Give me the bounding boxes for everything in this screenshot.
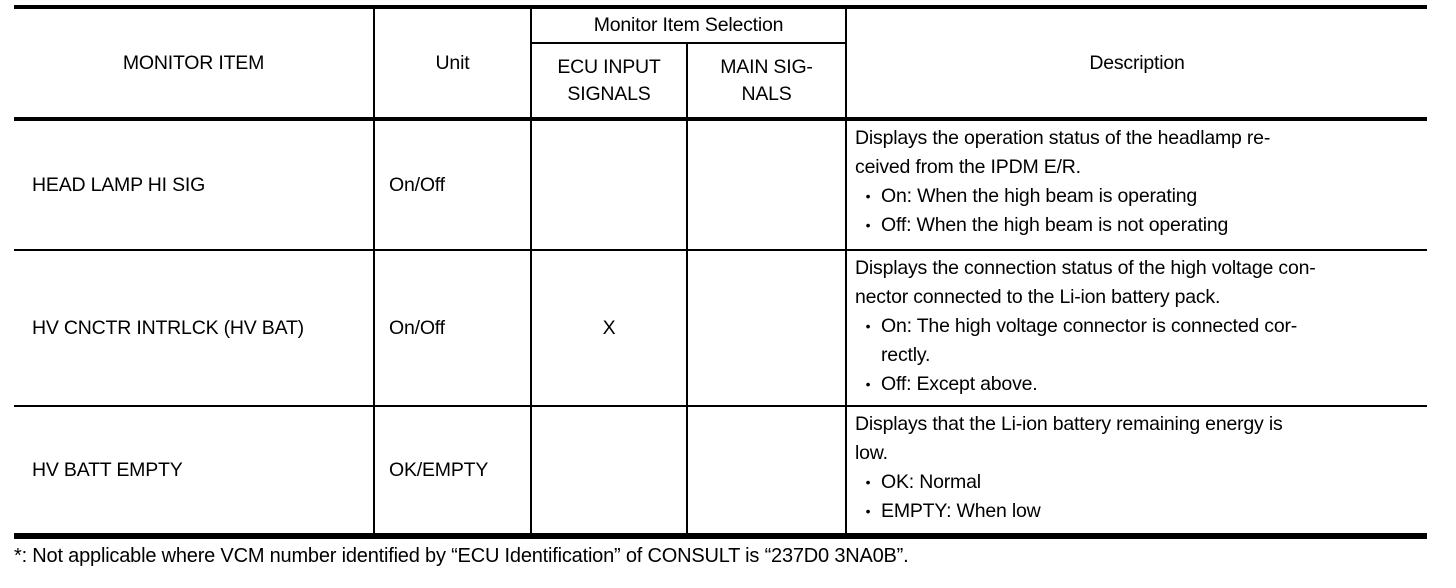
cell-monitor-item: HV BATT EMPTY xyxy=(14,405,375,537)
header-ecu-input-signals: ECU INPUT SIGNALS xyxy=(531,42,688,120)
cell-description: Displays the connection status of the hi… xyxy=(845,249,1428,407)
description-bullet: • EMPTY: When low xyxy=(855,497,1421,526)
cell-ecu-input-signal: X xyxy=(530,249,688,407)
description-intro: Displays that the Li-ion battery remaini… xyxy=(855,413,1283,464)
header-main-signals: MAIN SIG- NALS xyxy=(685,42,847,120)
cell-unit: On/Off xyxy=(373,117,532,251)
bullet-text: Off: Except above. xyxy=(881,373,1038,395)
bullet-text: On: When the high beam is operating xyxy=(881,185,1198,207)
bullet-icon: • xyxy=(865,188,871,204)
cell-unit: On/Off xyxy=(373,249,532,407)
header-description: Description xyxy=(845,6,1428,120)
cell-unit: OK/EMPTY xyxy=(373,405,532,537)
bullet-icon: • xyxy=(865,318,871,334)
monitor-item-table: MONITOR ITEM Unit Monitor Item Selection… xyxy=(14,5,1428,539)
bullet-text: Off: When the high beam is not operating xyxy=(881,214,1229,236)
bullet-text: EMPTY: When low xyxy=(881,500,1041,522)
table-row: HEAD LAMP HI SIG On/Off Displays the ope… xyxy=(14,117,1428,251)
cell-description: Displays that the Li-ion battery remaini… xyxy=(845,405,1428,537)
description-intro: Displays the connection status of the hi… xyxy=(855,257,1316,308)
header-unit: Unit xyxy=(373,6,532,120)
cell-main-signal xyxy=(685,117,848,251)
table-body: HEAD LAMP HI SIG On/Off Displays the ope… xyxy=(14,117,1428,537)
footnote: *: Not applicable where VCM number ident… xyxy=(14,545,909,567)
description-bullet: • On: When the high beam is operating xyxy=(855,182,1421,211)
cell-ecu-input-signal xyxy=(530,405,688,537)
cell-main-signal xyxy=(685,249,848,407)
bullet-text: OK: Normal xyxy=(881,471,981,493)
cell-ecu-input-signal xyxy=(530,117,688,251)
description-bullet: • Off: When the high beam is not operati… xyxy=(855,211,1421,240)
bullet-icon: • xyxy=(865,474,871,490)
document-page: MONITOR ITEM Unit Monitor Item Selection… xyxy=(14,5,1428,567)
description-intro: Displays the operation status of the hea… xyxy=(855,127,1271,178)
table-row: HV BATT EMPTY OK/EMPTY Displays that the… xyxy=(14,405,1428,537)
bullet-icon: • xyxy=(865,217,871,233)
cell-description: Displays the operation status of the hea… xyxy=(845,117,1428,251)
bullet-icon: • xyxy=(865,503,871,519)
cell-main-signal xyxy=(685,405,848,537)
table-header: MONITOR ITEM Unit Monitor Item Selection… xyxy=(14,6,1428,120)
cell-monitor-item: HV CNCTR INTRLCK (HV BAT) xyxy=(14,249,375,407)
bullet-text: On: The high voltage connector is connec… xyxy=(881,315,1298,366)
bullet-icon: • xyxy=(865,376,871,392)
cell-monitor-item: HEAD LAMP HI SIG xyxy=(14,117,375,251)
description-bullet: • On: The high voltage connector is conn… xyxy=(855,312,1421,370)
description-bullet: • Off: Except above. xyxy=(855,370,1421,399)
table-row: HV CNCTR INTRLCK (HV BAT) On/Off X Displ… xyxy=(14,249,1428,407)
description-bullet: • OK: Normal xyxy=(855,468,1421,497)
header-monitor-item-selection: Monitor Item Selection xyxy=(529,6,848,44)
header-monitor-item: MONITOR ITEM xyxy=(14,6,375,120)
